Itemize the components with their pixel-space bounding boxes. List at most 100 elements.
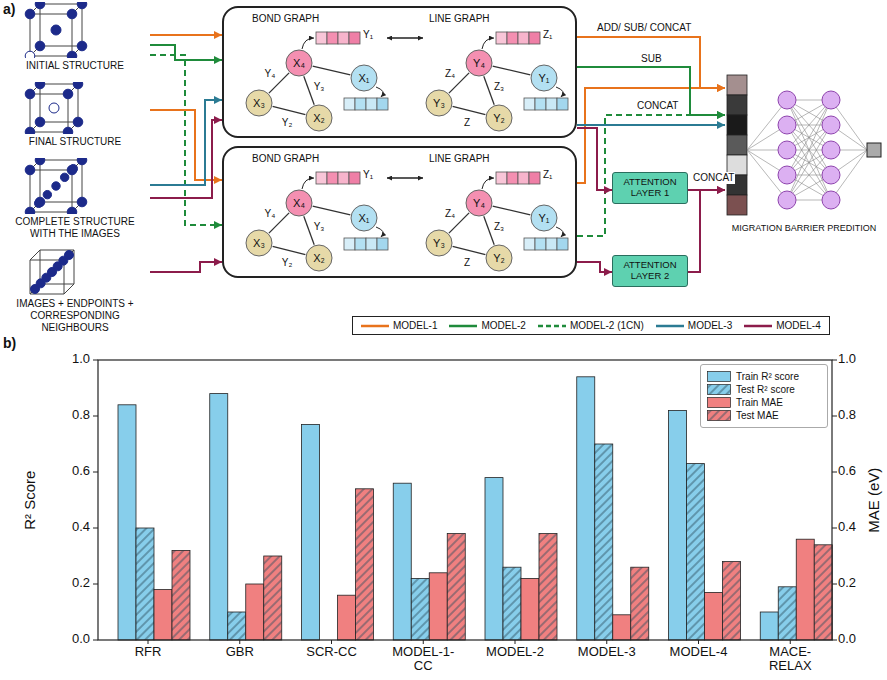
bar: [356, 489, 374, 640]
tick-mark: [832, 584, 837, 585]
node-label: Y₄: [473, 198, 485, 209]
plot-frame: [98, 360, 832, 640]
bar: [705, 592, 723, 640]
graph-edge: [273, 246, 306, 254]
node-label: Y₄: [473, 58, 485, 69]
bar: [521, 578, 539, 640]
category-label: GBR: [202, 645, 278, 659]
graph-edge: [453, 246, 486, 254]
bar: [503, 567, 521, 640]
node-circle: [351, 205, 377, 231]
legend-swatch: [707, 397, 731, 408]
graph-edge: [313, 206, 351, 215]
output-label: MIGRATION BARRIER PREDITION: [725, 223, 883, 234]
tick-mark: [832, 472, 837, 473]
graph-node: X₄: [285, 189, 313, 217]
model-flow-arrow: [150, 34, 222, 36]
graph-node: X₄: [285, 49, 313, 77]
graph-node: X₂: [305, 244, 333, 272]
structure-input: COMPLETE STRUCTURE WITH THE IMAGES: [0, 158, 150, 240]
tick-mark: [832, 528, 837, 529]
legend-line: [744, 322, 772, 330]
graph-node: Y₂: [485, 244, 513, 272]
graph-edge: [313, 66, 351, 75]
bar: [577, 377, 595, 640]
structure-label: INITIAL STRUCTURE: [0, 60, 150, 72]
tick-mark: [93, 416, 98, 417]
node-label: Y₃: [433, 238, 445, 249]
bar: [210, 394, 228, 640]
node-label: X₂: [313, 113, 325, 124]
tick-label: 0.2: [50, 576, 90, 590]
legend-swatch: [707, 410, 731, 421]
node-label: Y₁: [538, 213, 549, 224]
node-circle: [426, 230, 452, 256]
tick-label: 0.4: [50, 520, 90, 534]
node-label: X₁: [358, 73, 369, 84]
chart-legend: Train R² scoreTest R² scoreTrain MAETest…: [700, 364, 828, 428]
model-flow-arrow: [577, 124, 725, 126]
bar: [228, 612, 246, 640]
graph-heading: LINE GRAPH: [429, 153, 490, 164]
vector-label: Z₁: [543, 169, 552, 180]
operation-label: SUB: [640, 53, 663, 65]
node-circle: [286, 190, 312, 216]
bar: [778, 587, 796, 640]
tick-mark: [832, 360, 837, 361]
graph-node: X₁: [350, 64, 378, 92]
crystal-structure-icon: [0, 248, 150, 296]
node-circle: [466, 190, 492, 216]
legend-swatch: [707, 384, 731, 395]
bar: [595, 444, 613, 640]
edge-feature-label: Y₄: [264, 68, 277, 80]
attention-layer: ATTENTION LAYER 2: [612, 255, 688, 287]
node-label: X₄: [293, 58, 305, 69]
tick-mark: [239, 640, 240, 644]
graph-heading: BOND GRAPH: [252, 153, 319, 164]
crystal-structure-icon: [0, 82, 150, 134]
node-circle: [486, 245, 512, 271]
category-label: RFR: [110, 645, 186, 659]
neural-network: [725, 70, 883, 220]
structure-input: INITIAL STRUCTURE: [0, 2, 150, 72]
crystal-structure-icon: [0, 2, 150, 58]
bar: [631, 567, 649, 640]
tick-mark: [515, 640, 516, 644]
graph-heading: BOND GRAPH: [252, 13, 319, 24]
tick-label: 0.4: [838, 520, 856, 534]
bar: [246, 584, 264, 640]
graph-node: X₁: [350, 204, 378, 232]
tick-label: 0.8: [50, 408, 90, 422]
operation-label: CONCAT: [692, 172, 735, 184]
tick-mark: [698, 640, 699, 644]
tick-mark: [790, 640, 791, 644]
tick-label: 1.0: [50, 352, 90, 366]
tick-label: 0.6: [838, 464, 856, 478]
category-label: MODEL-2: [477, 645, 553, 659]
graph-node: Y₁: [530, 204, 558, 232]
axis-title: R² Score: [22, 440, 39, 560]
bar: [154, 590, 172, 640]
feature-vectors: [224, 8, 575, 136]
bar: [796, 539, 814, 640]
node-label: Y₂: [493, 253, 505, 264]
tick-mark: [93, 528, 98, 529]
tick-label: 1.0: [838, 352, 856, 366]
edge-feature-label: Z₃: [493, 221, 505, 233]
node-circle: [246, 230, 272, 256]
layer-label: ATTENTION LAYER 1: [616, 177, 684, 199]
feature-vectors: [224, 148, 575, 276]
node-circle: [486, 105, 512, 131]
node-circle: [531, 65, 557, 91]
tick-label: 0.8: [838, 408, 856, 422]
bar: [302, 424, 320, 640]
node-label: Y₃: [433, 98, 445, 109]
legend-swatch: [707, 371, 731, 382]
tick-label: 0.6: [50, 464, 90, 478]
model-flow-arrow: [577, 37, 725, 88]
bar: [485, 478, 503, 640]
tick-mark: [148, 640, 149, 644]
model-flow-arrow: [577, 262, 612, 272]
tick-mark: [93, 472, 98, 473]
category-label: MODEL-1- CC: [385, 645, 461, 674]
